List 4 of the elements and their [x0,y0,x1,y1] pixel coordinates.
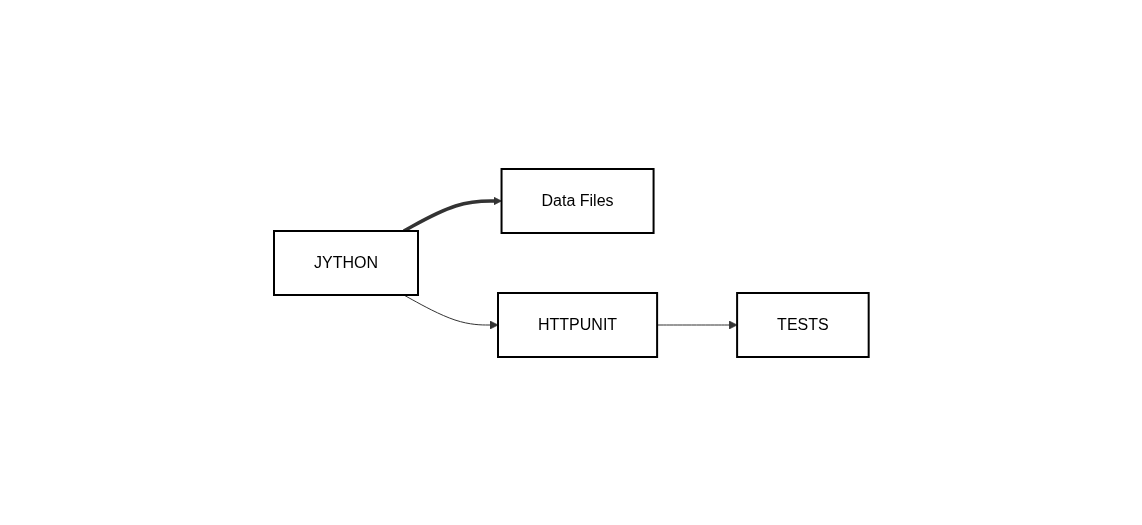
node-box: Data Files [500,167,655,234]
node-box: HTTPUNIT [496,291,658,358]
node-box: TESTS [735,291,870,358]
node-box: JYTHON [272,229,419,296]
